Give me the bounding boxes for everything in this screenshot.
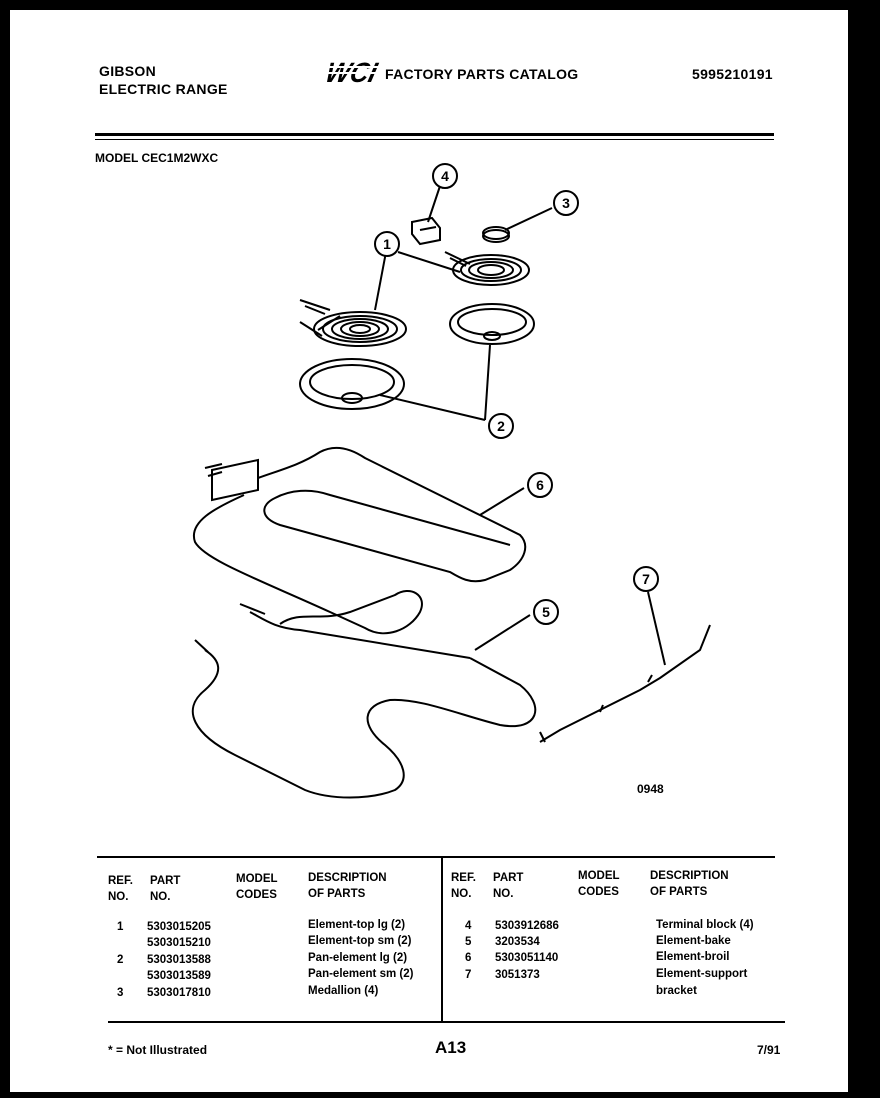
drip-pan-small <box>449 303 535 345</box>
table-top-rule <box>97 856 775 858</box>
callout-7 <box>633 566 659 592</box>
table-row-desc: Element-top lg (2) <box>308 919 406 931</box>
table-bottom-rule <box>108 1021 785 1023</box>
bake-element <box>191 603 537 799</box>
drawing-code: 0948 <box>637 782 664 796</box>
catalog-title: FACTORY PARTS CATALOG <box>385 66 579 82</box>
callout-3 <box>553 190 579 216</box>
model-number: MODEL CEC1M2WXC <box>95 151 219 165</box>
header-ref-right: REF.NO. <box>451 872 476 900</box>
table-row-ref: 4 <box>465 920 472 932</box>
page-number: A13 <box>435 1038 467 1057</box>
table-row-desc: Terminal block (4) <box>656 919 754 931</box>
table-row-desc: Medallion (4) <box>308 985 379 997</box>
callout-1-label: 1 <box>383 236 391 252</box>
callout-5-label: 5 <box>542 604 550 620</box>
header-rule-thick <box>95 133 774 136</box>
table-row-ref: 1 <box>117 921 124 933</box>
drip-pan-large <box>299 358 405 410</box>
callout-3-label: 3 <box>562 195 570 211</box>
callout-6 <box>527 472 553 498</box>
table-row-part: 5303013589 <box>147 970 211 982</box>
table-row-part: 3051373 <box>495 969 540 981</box>
terminal-block <box>411 216 441 246</box>
table-row-part: 3203534 <box>495 936 540 948</box>
footnote: * = Not Illustrated <box>108 1043 208 1057</box>
medallion <box>482 229 510 243</box>
table-row-desc: Element-bake <box>656 935 731 947</box>
table-row-ref: 2 <box>117 954 124 966</box>
table-row-part: 5303017810 <box>147 987 211 999</box>
callout-6-label: 6 <box>536 477 544 493</box>
table-row-desc: bracket <box>656 985 697 997</box>
product-type: ELECTRIC RANGE <box>99 81 228 97</box>
callout-2-label: 2 <box>497 418 505 434</box>
table-divider <box>441 857 443 1022</box>
table-row-desc: Element-broil <box>656 951 730 963</box>
broil-element <box>192 446 527 635</box>
table-row-ref: 7 <box>465 969 472 981</box>
surface-element-large <box>299 299 407 347</box>
header-ref: REF.NO. <box>108 875 133 903</box>
publication-date: 7/91 <box>757 1043 781 1057</box>
callout-4 <box>432 163 458 189</box>
header-rule-thin <box>95 139 774 140</box>
element-support-bracket <box>539 624 711 743</box>
catalog-number: 5995210191 <box>692 66 773 82</box>
table-row-ref: 3 <box>117 987 124 999</box>
callout-7-label: 7 <box>642 571 650 587</box>
callout-2 <box>488 413 514 439</box>
table-row-part: 5303051140 <box>495 952 559 964</box>
table-row-part: 5303013588 <box>147 954 211 966</box>
table-row-part: 5303015210 <box>147 937 211 949</box>
callout-1 <box>374 231 400 257</box>
brand-name: GIBSON <box>99 63 157 79</box>
table-row-part: 5303912686 <box>495 920 559 932</box>
table-row-desc: Pan-element lg (2) <box>308 952 408 964</box>
table-row-desc: Element-top sm (2) <box>308 935 412 947</box>
table-row-ref: 5 <box>465 936 472 948</box>
table-row-desc: Element-support <box>656 968 748 980</box>
surface-element-small <box>444 251 530 286</box>
table-row-desc: Pan-element sm (2) <box>308 968 414 980</box>
table-row-ref: 6 <box>465 952 472 964</box>
table-row-part: 5303015205 <box>147 921 211 933</box>
catalog-page <box>10 10 848 1092</box>
callout-4-label: 4 <box>441 168 449 184</box>
callout-5 <box>533 599 559 625</box>
wci-logo: WCI <box>320 57 382 89</box>
